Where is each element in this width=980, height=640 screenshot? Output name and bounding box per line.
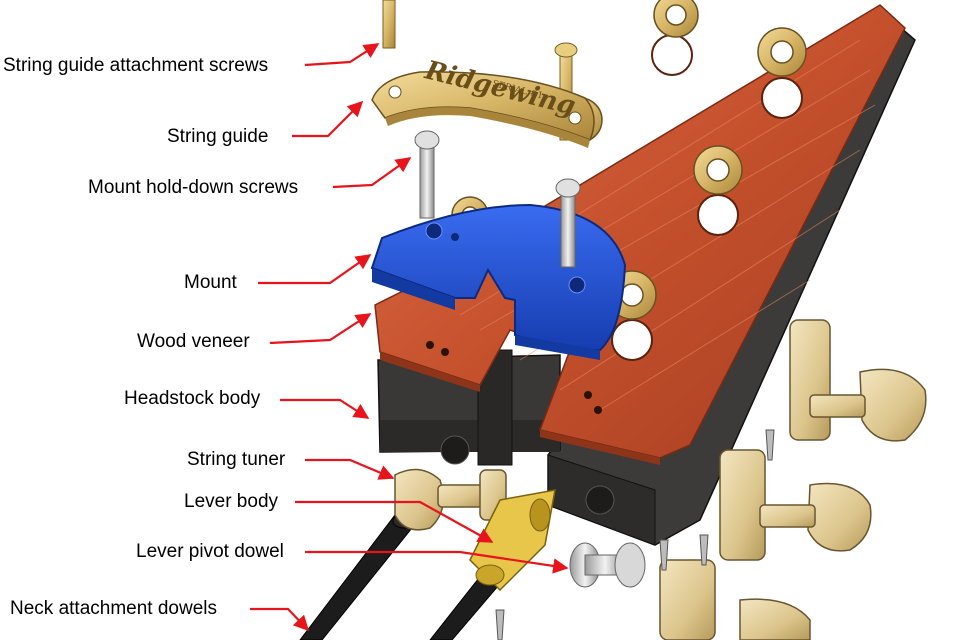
- leader-arrows: [250, 43, 569, 632]
- label-lever-pivot-dowel: Lever pivot dowel: [136, 541, 284, 562]
- leader-arrow-headstock-body: [280, 398, 370, 419]
- leader-arrow-string-guide: [292, 100, 364, 138]
- leader-arrow-string-tuner: [305, 458, 395, 480]
- label-string-tuner: String tuner: [187, 449, 286, 470]
- label-string-guide-attachment-screws: String guide attachment screws: [3, 55, 269, 76]
- label-mount-hold-down-screws: Mount hold-down screws: [88, 177, 299, 198]
- leader-arrow-neck-dowels: [250, 607, 310, 632]
- leader-arrow-wood-veneer: [269, 313, 372, 345]
- label-wood-veneer: Wood veneer: [137, 331, 250, 352]
- tuner-screws-graphic: [495, 429, 775, 640]
- lever-pivot-dowel-graphic: [569, 542, 646, 588]
- string-tuner-left-graphic: [394, 468, 507, 531]
- leader-arrow-lever-body: [295, 500, 494, 543]
- leader-arrow-mount: [258, 254, 372, 285]
- lever-body-graphic: [469, 489, 556, 592]
- label-neck-attachment-dowels: Neck attachment dowels: [10, 598, 217, 619]
- string-tuners-graphic: [659, 319, 927, 640]
- label-lever-body: Lever body: [184, 491, 279, 512]
- leader-arrow-mount-screws: [332, 157, 412, 189]
- label-string-guide: String guide: [167, 126, 269, 147]
- label-mount: Mount: [184, 272, 237, 293]
- leader-arrow-lever-pivot-dowel: [305, 550, 569, 574]
- label-headstock-body: Headstock body: [124, 388, 261, 409]
- leader-arrow-string-guide-screws: [304, 43, 380, 67]
- mount-hold-down-screws-graphic: [414, 130, 581, 268]
